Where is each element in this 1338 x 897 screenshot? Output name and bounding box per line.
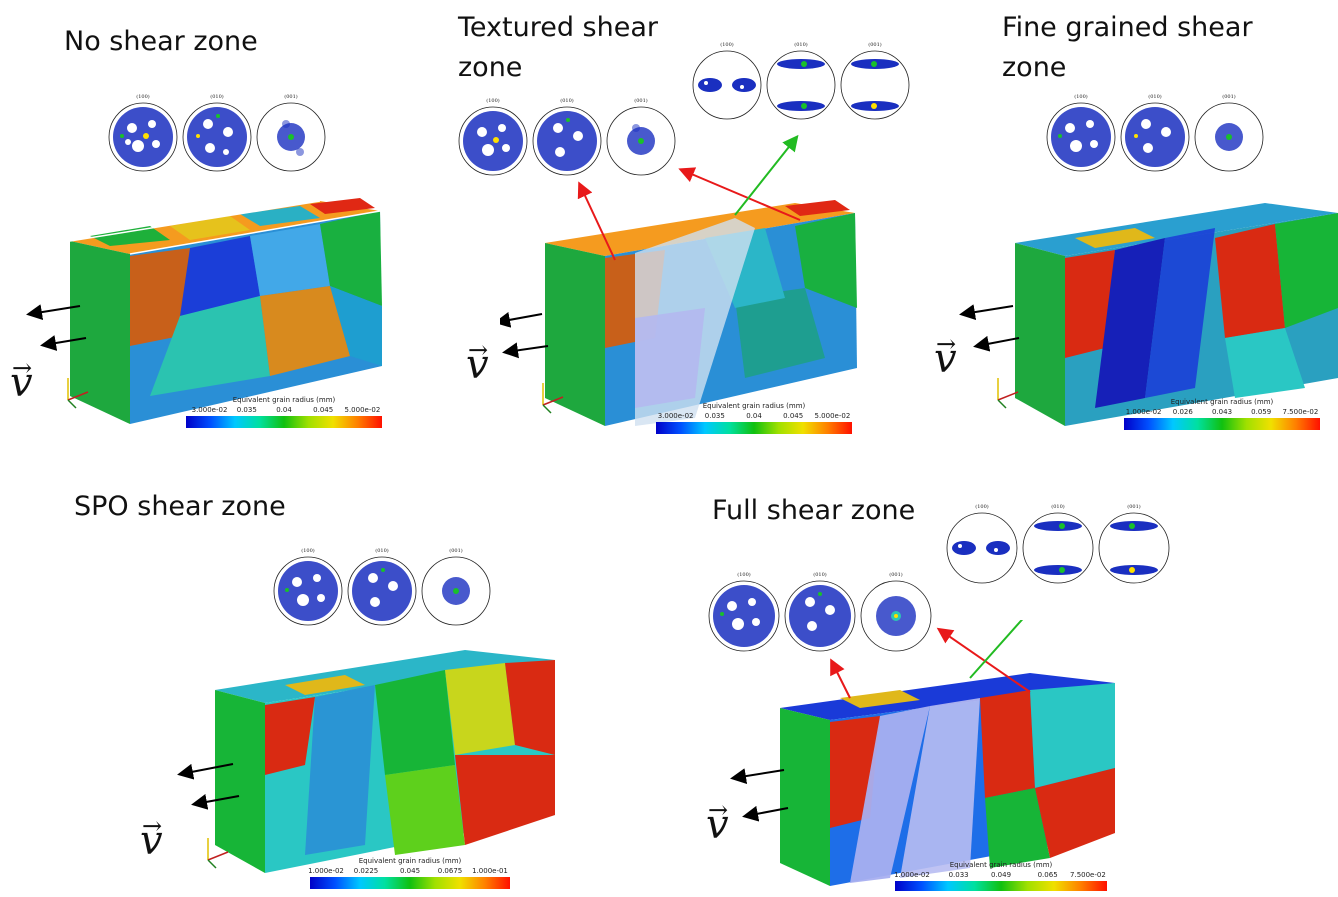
velocity-arrows	[26, 304, 87, 351]
pole-figure	[347, 556, 417, 626]
pole-figure	[1046, 102, 1116, 172]
pole-figure-010: (010)	[766, 42, 836, 124]
colorbar: Equivalent grain radius (mm) 3.000e-02 0…	[656, 402, 852, 442]
pole-figure-001: (001)	[606, 98, 676, 180]
pole-figure	[606, 106, 676, 176]
pole-figure-row: (100) (010) (001)	[1046, 94, 1264, 176]
pole-figure-100: (100)	[273, 548, 343, 630]
panel-title: Full shear zone	[712, 495, 916, 526]
arrows-textured	[500, 134, 801, 359]
panel-title: Textured shear zone	[458, 12, 658, 83]
panel-title: Fine grained shear zone	[1002, 12, 1253, 83]
pole-figure-001: (001)	[256, 94, 326, 176]
pole-figure	[946, 512, 1018, 584]
grain-block-spo	[215, 650, 555, 873]
velocity-symbol: →v	[466, 336, 489, 388]
velocity-arrows	[959, 304, 1020, 352]
pole-figure-row-shear: (100) (010) (001)	[692, 42, 910, 124]
pole-figure	[784, 580, 856, 652]
axes-triad-icon	[997, 378, 1019, 409]
velocity-arrows	[177, 763, 240, 810]
pole-figure-100: (100)	[708, 572, 780, 656]
pole-figure	[840, 50, 910, 120]
colorbar: Equivalent grain radius (mm) 1.000e-02 0…	[1124, 398, 1320, 438]
pole-figure	[421, 556, 491, 626]
colorbar: Equivalent grain radius (mm) 3.000e-02 0…	[186, 396, 382, 436]
pole-figure-001: (001)	[860, 572, 932, 656]
pole-figure-001: (001)	[1194, 94, 1264, 176]
pole-figure	[1120, 102, 1190, 172]
grain-block-full	[780, 673, 1115, 886]
pole-figure	[1098, 512, 1170, 584]
grain-block-no-shear	[69, 198, 382, 424]
pole-figure-100: (100)	[692, 42, 762, 124]
pole-figure	[1194, 102, 1264, 172]
colorbar-gradient	[1124, 418, 1320, 430]
pole-figure-row-bulk: (100) (010) (001)	[458, 98, 676, 180]
pole-figure-010: (010)	[784, 572, 856, 656]
velocity-symbol: →v	[706, 796, 729, 848]
pole-figure-100: (100)	[946, 504, 1018, 588]
pole-figure-row-shear: (100) (010) (001)	[946, 504, 1170, 588]
pole-figure-010: (010)	[1022, 504, 1094, 588]
pole-figure	[458, 106, 528, 176]
colorbar-gradient	[656, 422, 852, 434]
colorbar-ticks: 3.000e-02 0.035 0.04 0.045 5.000e-02	[657, 412, 851, 420]
colorbar: Equivalent grain radius (mm) 1.000e-02 0…	[308, 857, 510, 897]
axes-triad-icon	[207, 838, 229, 869]
colorbar-ticks: 1.000e-02 0.033 0.049 0.065 7.500e-02	[894, 871, 1106, 879]
pole-figure	[273, 556, 343, 626]
colorbar-gradient	[186, 416, 382, 428]
grain-block-fine-grained	[1015, 203, 1338, 426]
velocity-symbol: →v	[934, 330, 957, 382]
pole-figure-001: (001)	[421, 548, 491, 630]
pole-figure-row: (100) (010) (001)	[273, 548, 491, 630]
colorbar-ticks: 1.000e-02 0.0225 0.045 0.0675 1.000e-01	[308, 867, 508, 875]
pole-figure-100: (100)	[458, 98, 528, 180]
pole-figure	[532, 106, 602, 176]
axes-triad-icon	[542, 383, 564, 414]
pole-figure	[692, 50, 762, 120]
velocity-symbol: →v	[140, 812, 163, 864]
pole-figure-row-bulk: (100) (010) (001)	[708, 572, 932, 656]
pole-figure	[860, 580, 932, 652]
colorbar: Equivalent grain radius (mm) 1.000e-02 0…	[894, 861, 1107, 897]
pole-figure	[1022, 512, 1094, 584]
panel-title: No shear zone	[64, 26, 258, 57]
grain-block-textured	[545, 200, 857, 426]
arrows-full	[730, 620, 1031, 822]
pole-figure	[256, 102, 326, 172]
pole-figure-010: (010)	[347, 548, 417, 630]
pole-figure-001: (001)	[1098, 504, 1170, 588]
axes-triad-icon	[67, 378, 89, 409]
pole-figure	[766, 50, 836, 120]
pole-figure-100: (100)	[108, 94, 178, 176]
colorbar-gradient	[895, 881, 1107, 891]
pole-figure-row: (100) (010) (001)	[108, 94, 326, 176]
pole-figure	[182, 102, 252, 172]
pole-figure	[708, 580, 780, 652]
colorbar-ticks: 3.000e-02 0.035 0.04 0.045 5.000e-02	[191, 406, 381, 414]
colorbar-ticks: 1.000e-02 0.026 0.043 0.059 7.500e-02	[1125, 408, 1319, 416]
pole-figure-100: (100)	[1046, 94, 1116, 176]
pole-figure	[108, 102, 178, 172]
panel-title: SPO shear zone	[74, 491, 286, 522]
pole-figure-001: (001)	[840, 42, 910, 124]
colorbar-gradient	[310, 877, 510, 889]
velocity-symbol: →v	[10, 354, 33, 406]
pole-figure-010: (010)	[182, 94, 252, 176]
pole-figure-010: (010)	[1120, 94, 1190, 176]
pole-figure-010: (010)	[532, 98, 602, 180]
